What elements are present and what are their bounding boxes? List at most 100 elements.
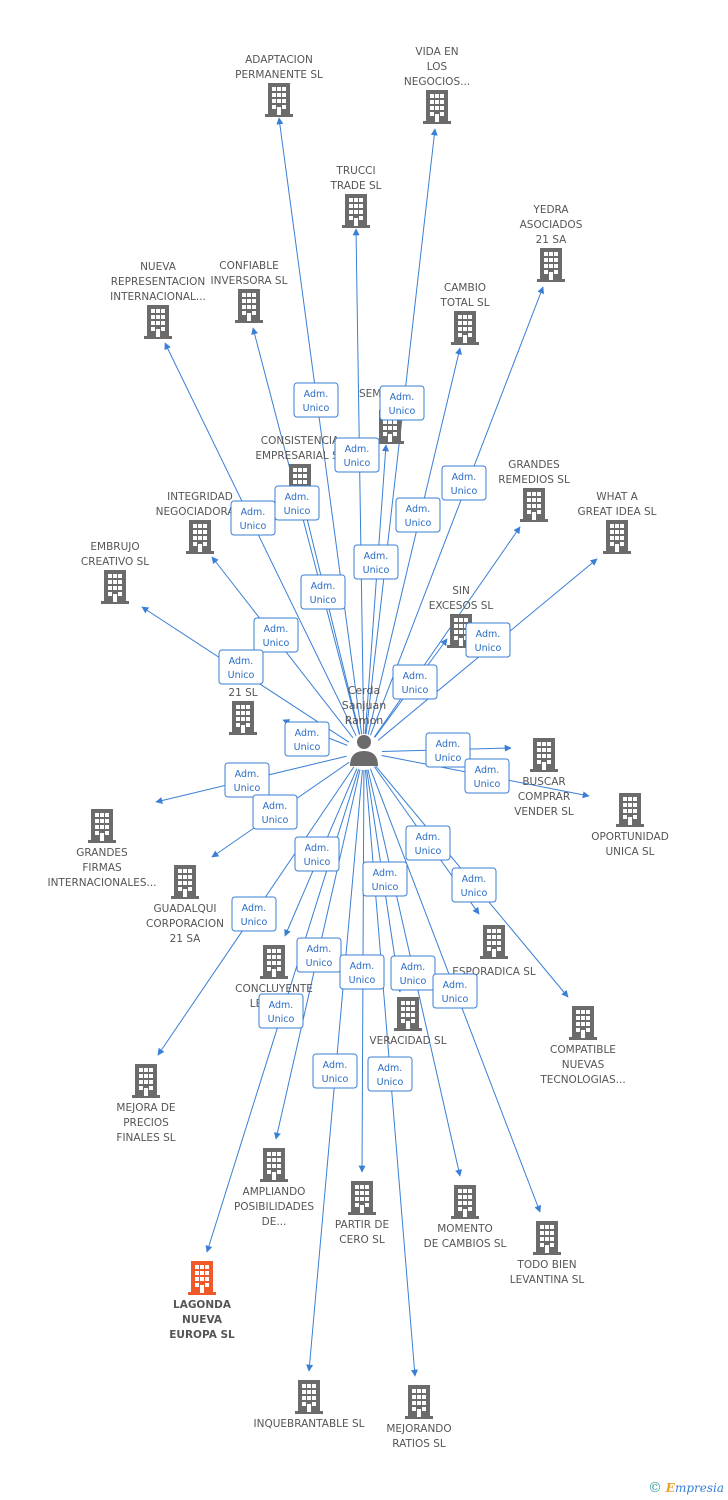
company-node-ampliando[interactable]: AMPLIANDOPOSIBILIDADESDE... bbox=[234, 1148, 314, 1228]
role-badge-as21[interactable]: Adm.Unico bbox=[284, 721, 330, 757]
company-name-line: NUEVA bbox=[182, 1314, 223, 1326]
company-name-line: GREAT IDEA SL bbox=[577, 506, 656, 518]
badge-text: Adm. bbox=[476, 629, 501, 640]
badge-box bbox=[353, 544, 399, 580]
role-badge-yedra[interactable]: Adm.Unico bbox=[441, 465, 487, 501]
edge-confiable bbox=[251, 327, 360, 735]
role-badge-what[interactable]: Adm. Unico bbox=[465, 622, 511, 658]
badge-box bbox=[362, 861, 408, 897]
company-name-line: MEJORA DE bbox=[116, 1102, 175, 1114]
company-node-nueva[interactable]: NUEVAREPRESENTACIONINTERNACIONAL... bbox=[110, 261, 206, 339]
role-badge-esporadica[interactable]: Adm.Unico bbox=[405, 825, 451, 861]
role-badge-oportunidad[interactable]: Adm.Unico bbox=[464, 758, 510, 794]
role-badge-integridad[interactable]: Adm.Unico bbox=[253, 617, 299, 653]
company-name-line: UNICA SL bbox=[605, 846, 654, 858]
company-name-line: COMPRAR bbox=[518, 791, 570, 803]
building-icon bbox=[616, 793, 644, 827]
building-icon bbox=[423, 90, 451, 124]
role-badge-nueva[interactable]: Adm.Unico bbox=[230, 500, 276, 536]
role-badge-veracidad[interactable]: Adm.Unico bbox=[362, 861, 408, 897]
company-name-line: CONSISTENCIA bbox=[261, 435, 340, 447]
company-name-line: ADAPTACION bbox=[245, 54, 313, 66]
company-node-inquebrantable[interactable]: INQUEBRANTABLE SL bbox=[254, 1380, 365, 1430]
badge-text: Unico bbox=[474, 779, 501, 790]
badge-text: Adm. bbox=[403, 671, 428, 682]
badge-text: Adm. bbox=[304, 389, 329, 400]
company-name-line: POSIBILIDADES bbox=[234, 1201, 314, 1213]
badge-box bbox=[465, 622, 511, 658]
role-badge-consistencia[interactable]: Adm.Unico bbox=[300, 574, 346, 610]
badge-text: Adm. bbox=[241, 507, 266, 518]
role-badge-trucci[interactable]: Adm.Unico bbox=[334, 437, 380, 473]
company-name-line: NUEVAS bbox=[562, 1059, 605, 1071]
company-node-what[interactable]: WHAT A GREAT IDEA SL bbox=[577, 491, 657, 554]
company-name-line: NEGOCIADORA... bbox=[156, 506, 245, 518]
role-badge-momento[interactable]: Adm.Unico bbox=[390, 955, 436, 991]
company-name-line: OPORTUNIDAD bbox=[591, 831, 669, 843]
company-node-vida[interactable]: VIDA ENLOSNEGOCIOS... bbox=[404, 46, 470, 124]
building-icon bbox=[603, 520, 631, 554]
role-badge-inquebrantable[interactable]: Adm.Unico bbox=[312, 1053, 358, 1089]
role-badge-todo[interactable]: Adm.Unico bbox=[432, 973, 478, 1009]
role-badge-guadalqui[interactable]: Adm.Unico bbox=[252, 794, 298, 830]
copyright-icon: © bbox=[647, 1480, 662, 1496]
role-badge-concluyente[interactable]: Adm.Unico bbox=[294, 836, 340, 872]
badge-box bbox=[224, 762, 270, 798]
badge-text: Unico bbox=[234, 783, 261, 794]
role-badge-lagonda[interactable]: Adm.Unico bbox=[258, 993, 304, 1029]
company-name-line: CERO SL bbox=[339, 1234, 385, 1246]
company-node-oportunidad[interactable]: OPORTUNIDAD UNICA SL bbox=[591, 793, 669, 858]
company-name-line: WHAT A bbox=[596, 491, 638, 503]
company-name-line: COMPATIBLE bbox=[550, 1044, 616, 1056]
company-node-esporadica[interactable]: ESPORADICA SL bbox=[452, 925, 536, 978]
company-node-veracidad[interactable]: VERACIDAD SL bbox=[369, 997, 447, 1047]
company-node-integridad[interactable]: INTEGRIDADNEGOCIADORA... bbox=[156, 491, 245, 554]
role-badge-adaptacion[interactable]: Adm.Unico bbox=[293, 382, 339, 418]
role-badge-sin[interactable]: Adm.Unico bbox=[392, 664, 438, 700]
badge-text: Unico bbox=[475, 643, 502, 654]
company-name-line: EMBRUJO bbox=[90, 541, 139, 553]
role-badge-vida[interactable]: Adm.Unico bbox=[379, 385, 425, 421]
company-name-line: MOMENTO bbox=[437, 1223, 493, 1235]
company-node-grandes_firmas[interactable]: GRANDESFIRMASINTERNACIONALES... bbox=[47, 809, 157, 889]
badge-box bbox=[379, 385, 425, 421]
person-icon bbox=[350, 735, 378, 766]
role-badge-partir[interactable]: Adm.Unico bbox=[339, 954, 385, 990]
company-name-line: EUROPA SL bbox=[169, 1329, 235, 1341]
role-badge-buscar[interactable]: Adm.Unico bbox=[425, 732, 471, 768]
role-badge-cambio[interactable]: Adm.Unico bbox=[395, 497, 441, 533]
role-badge-mejorando[interactable]: Adm.Unico bbox=[367, 1056, 413, 1092]
badge-box bbox=[334, 437, 380, 473]
company-node-compatible[interactable]: COMPATIBLENUEVASTECNOLOGIAS... bbox=[539, 1006, 626, 1086]
role-badge-grandes_firmas[interactable]: Adm.Unico bbox=[224, 762, 270, 798]
role-badge-confiable[interactable]: Adm.Unico bbox=[274, 485, 320, 521]
edge-semej bbox=[364, 444, 390, 735]
role-badge-ampliando[interactable]: Adm.Unico bbox=[296, 937, 342, 973]
role-badge-semej[interactable]: Adm.Unico bbox=[353, 544, 399, 580]
role-badge-mejora[interactable]: Adm.Unico bbox=[231, 896, 277, 932]
building-icon bbox=[235, 289, 263, 323]
role-badge-embrujo[interactable]: Adm.Unico bbox=[218, 649, 264, 685]
role-badge-compatible[interactable]: Adm.Unico bbox=[451, 867, 497, 903]
badge-box bbox=[252, 794, 298, 830]
company-name-line: YEDRA bbox=[532, 204, 569, 216]
